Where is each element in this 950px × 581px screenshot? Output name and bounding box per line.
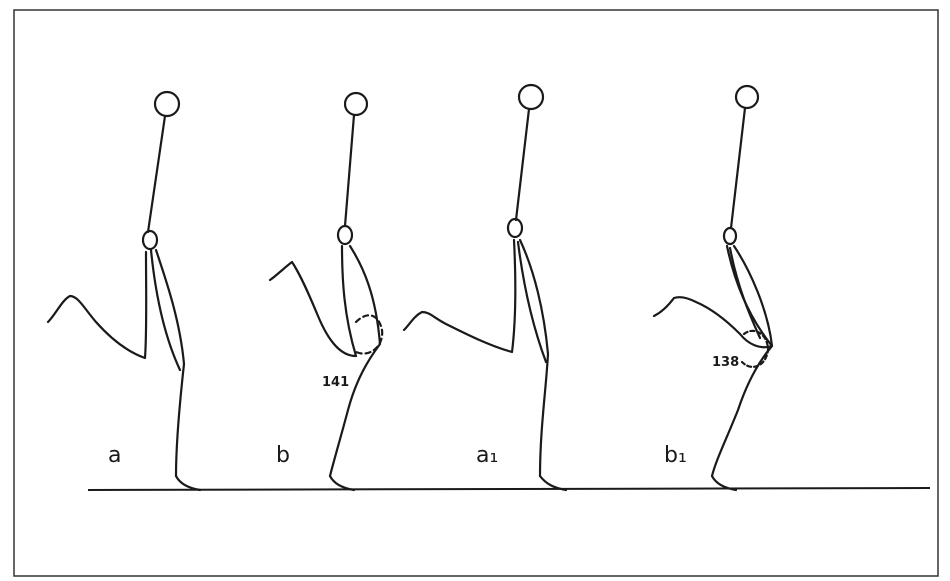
figure-a1 (404, 85, 566, 490)
angle-label-b: 141 (322, 375, 349, 390)
head (345, 93, 367, 115)
torso (516, 109, 529, 220)
hip-joint (338, 226, 352, 244)
foot (330, 476, 354, 490)
torso (345, 115, 354, 226)
label-figure-a: a (108, 443, 121, 468)
figure-a (48, 92, 200, 490)
label-figure-a1: a₁ (476, 443, 498, 468)
hip-joint (508, 219, 522, 237)
raised-leg (48, 252, 146, 358)
raised-leg (270, 246, 356, 356)
figure-b1 (654, 86, 772, 490)
angle-label-b1: 138 (712, 355, 739, 370)
head (519, 85, 543, 109)
standing-leg-front (730, 248, 760, 338)
figure-b (270, 93, 382, 490)
frame-border (14, 10, 938, 576)
angle-arc (742, 331, 768, 367)
hip-joint (724, 228, 736, 244)
standing-leg-front (151, 250, 180, 370)
head (155, 92, 179, 116)
label-figure-b: b (276, 443, 290, 468)
standing-leg-back (330, 246, 380, 476)
foot (176, 476, 200, 490)
hip-joint (143, 231, 157, 249)
ground-line (88, 488, 930, 490)
label-figure-b1: b₁ (664, 443, 687, 468)
head (736, 86, 758, 108)
raised-leg (404, 240, 515, 352)
standing-leg-back (156, 250, 184, 476)
torso (148, 116, 165, 232)
standing-leg-front (518, 242, 546, 362)
torso (731, 108, 745, 228)
